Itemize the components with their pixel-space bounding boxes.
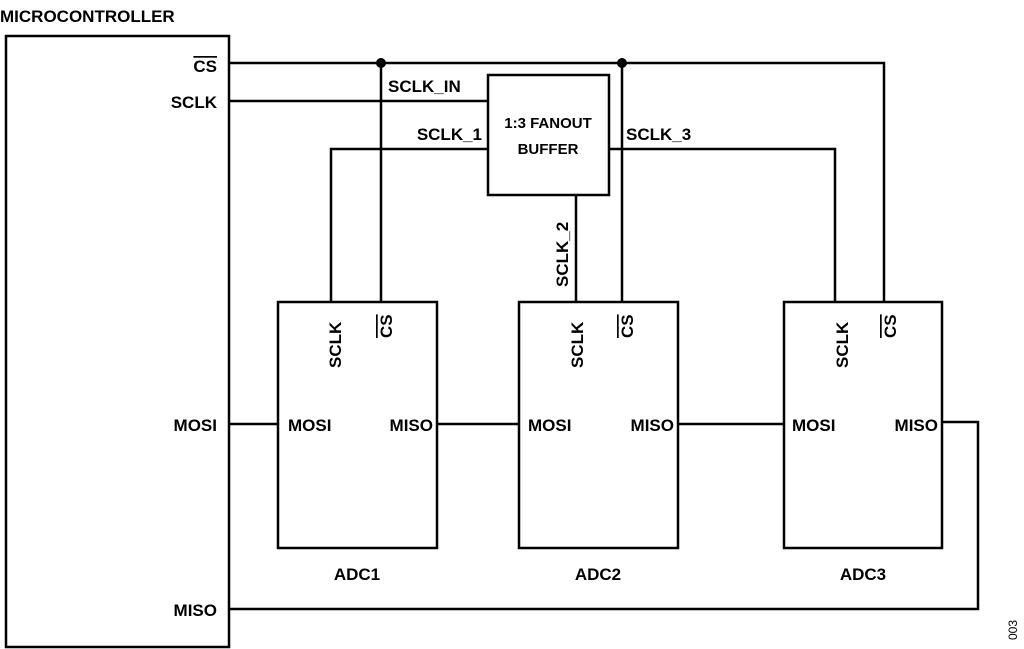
- miso-return-net: [229, 420, 980, 611]
- sclk1-label: SCLK_1: [417, 125, 482, 144]
- junction-dot: [376, 58, 386, 68]
- microcontroller-title: MICROCONTROLLER: [0, 7, 175, 26]
- adc1-sclk-pin: SCLK: [326, 321, 345, 368]
- wires: [229, 58, 980, 611]
- adc3-sclk-pin: SCLK: [833, 321, 852, 368]
- adc3-mosi-pin: MOSI: [792, 416, 835, 435]
- adc2: SCLK CS MOSI MISO ADC2: [517, 300, 680, 584]
- buffer-label-2: BUFFER: [518, 141, 579, 158]
- junction-dot: [617, 58, 627, 68]
- figure-id: 003: [1006, 620, 1020, 640]
- fanout-buffer-block: [486, 73, 611, 197]
- sclk1-net: [329, 147, 488, 302]
- mcu-miso-pin: MISO: [174, 601, 217, 620]
- adc3: SCLK CS MOSI MISO ADC3: [782, 300, 944, 584]
- adc2-label: ADC2: [575, 565, 621, 584]
- buffer-label-1: 1:3 FANOUT: [504, 115, 592, 132]
- adc3-label: ADC3: [840, 565, 886, 584]
- adc3-cs-pin: CS: [881, 314, 900, 338]
- adc2-mosi-pin: MOSI: [528, 416, 571, 435]
- cs-net: [229, 61, 886, 302]
- adc3-miso-pin: MISO: [895, 416, 938, 435]
- sclk-in-label: SCLK_IN: [388, 77, 461, 96]
- mcu-sclk-pin: SCLK: [171, 93, 218, 112]
- adc1: SCLK CS MOSI MISO ADC1: [276, 300, 439, 584]
- adc2-cs-pin: CS: [618, 314, 637, 338]
- microcontroller-block: [4, 34, 231, 649]
- mcu-cs-pin: CS: [193, 57, 217, 76]
- sclk2-label: SCLK_2: [553, 222, 572, 287]
- sclk3-label: SCLK_3: [626, 125, 691, 144]
- adc2-sclk-pin: SCLK: [568, 321, 587, 368]
- adc1-cs-pin: CS: [377, 314, 396, 338]
- sclk3-net: [609, 147, 837, 302]
- adc1-mosi-pin: MOSI: [288, 416, 331, 435]
- mcu-mosi-pin: MOSI: [174, 416, 217, 435]
- adc1-label: ADC1: [334, 565, 380, 584]
- adc1-miso-pin: MISO: [390, 416, 433, 435]
- adc2-miso-pin: MISO: [631, 416, 674, 435]
